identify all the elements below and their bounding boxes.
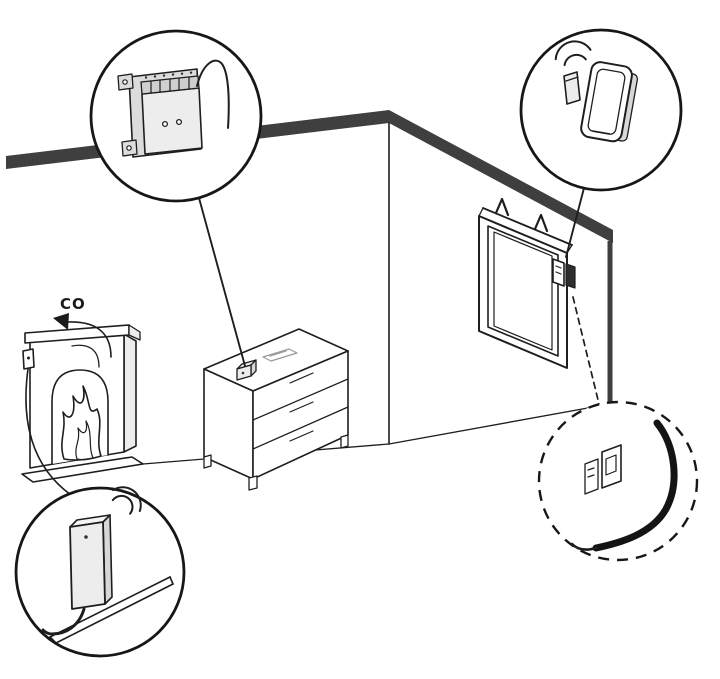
sensor-led	[241, 371, 245, 375]
floor-right-edge	[388, 403, 611, 445]
callout-co-transmitter	[14, 486, 186, 658]
rod-edge	[49, 576, 171, 638]
sensor-notch	[592, 130, 611, 135]
wave-arc	[563, 53, 587, 67]
wireless-waves-icon	[554, 40, 592, 67]
window	[478, 197, 576, 369]
dresser-leg	[248, 475, 258, 491]
leader-window-contact	[565, 187, 585, 258]
terminal-pin	[144, 76, 148, 79]
right-wall-top-band	[389, 110, 613, 243]
transmitter-cable	[41, 607, 86, 636]
drawer-handle	[289, 372, 314, 384]
window-contact-sensor	[552, 258, 576, 289]
ghost-device-detail	[269, 350, 287, 357]
drawer-handle	[289, 401, 314, 413]
window-mark-icon	[494, 197, 510, 217]
clip-slot	[587, 467, 595, 471]
module-hole	[161, 120, 169, 128]
window-sash-top	[482, 207, 573, 246]
fireplace-side	[123, 333, 137, 453]
window-pane	[493, 231, 553, 351]
mount-screw-hole	[122, 79, 128, 85]
fireplace-mantel-side	[128, 324, 141, 341]
callout-window-contact	[519, 28, 683, 192]
dresser	[203, 328, 349, 491]
sensor-front	[580, 61, 633, 143]
mount-screw-hole	[126, 145, 132, 151]
leader-control-module	[198, 197, 246, 367]
transmitter-led	[84, 535, 88, 539]
dresser-leg	[203, 454, 212, 469]
module-antenna-wire	[196, 59, 230, 129]
leader-lines	[198, 187, 600, 405]
wireless-waves-icon	[111, 486, 142, 515]
dresser-leg	[340, 434, 349, 449]
flame-inner-icon	[75, 420, 94, 461]
contact-sensor-large	[580, 61, 639, 143]
co-gas-label: CO	[60, 295, 86, 313]
window-outer-frame	[478, 215, 568, 369]
drawer-divider	[252, 378, 349, 421]
contact-sensor-magnet	[565, 263, 576, 289]
window-mark-icon	[533, 213, 549, 233]
co-gas-flow-curve-inner	[71, 344, 100, 368]
rod-edge	[55, 583, 174, 644]
cable-tail	[570, 542, 598, 551]
drawer-handle	[289, 430, 314, 442]
contact-sensor-detail	[555, 265, 562, 269]
bracket-hole	[605, 454, 617, 476]
leader-cable-detail	[572, 296, 600, 405]
module-body	[141, 87, 203, 155]
fireplace-hearth	[21, 456, 144, 483]
co-arrowhead-icon	[53, 313, 69, 330]
wave-arc	[112, 486, 142, 513]
callout-cable-detail	[537, 400, 699, 562]
transmitter-front-face	[69, 521, 106, 610]
sensor-cable-leader	[25, 368, 72, 496]
magnet-detail	[565, 76, 579, 82]
co-gas-flow-curve	[67, 321, 112, 358]
fireplace: CO	[21, 295, 144, 496]
terminal-pin	[153, 75, 157, 78]
module-terminal-block	[140, 71, 200, 95]
terminal-pin	[171, 73, 175, 76]
wave-arc	[111, 494, 134, 515]
baseboard-rod	[49, 576, 174, 644]
dresser-top-sensor	[236, 359, 257, 381]
contact-sensor-detail	[555, 271, 562, 275]
terminal-pin	[189, 71, 193, 74]
module-hole	[175, 118, 183, 126]
clip-slot	[587, 474, 595, 478]
thick-cable	[592, 419, 678, 552]
rod-end-cap	[49, 636, 57, 644]
rod-end-cap	[169, 576, 174, 585]
drawer-divider	[252, 406, 349, 450]
mounting-clip	[584, 458, 599, 495]
flame-icon	[61, 385, 102, 461]
fireplace-sensor-led	[27, 356, 30, 360]
window-inner-frame	[487, 225, 559, 357]
wave-arc	[554, 40, 592, 61]
mounting-bracket	[601, 444, 622, 489]
dresser-top-ghost-device	[262, 348, 298, 362]
terminal-pin	[180, 72, 184, 75]
terminal-pin	[162, 74, 166, 77]
window-sash-left	[478, 207, 484, 217]
callout-control-module	[89, 29, 263, 203]
ghost-device-outline	[262, 348, 298, 362]
